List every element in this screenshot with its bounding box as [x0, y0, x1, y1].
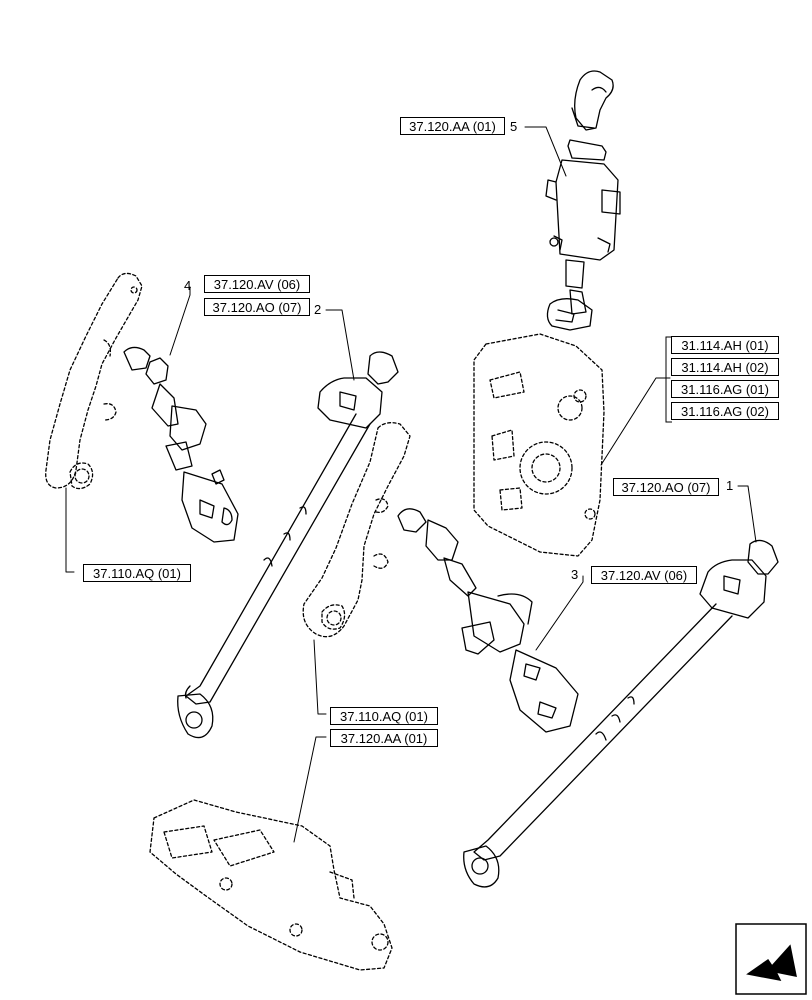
- top-link-cylinder: [545, 70, 621, 331]
- ref-31-114-ah-01[interactable]: 31.114.AH (01): [671, 336, 779, 354]
- item-number-2: 2: [314, 302, 322, 317]
- ref-37-110-aq-01-left[interactable]: 37.110.AQ (01): [83, 564, 191, 582]
- leader-lines: [65, 126, 757, 843]
- ref-37-120-aa-01-top[interactable]: 37.120.AA (01): [400, 117, 505, 135]
- gear-housing: [473, 333, 605, 557]
- item-number-5: 5: [510, 119, 518, 134]
- ref-37-110-aq-01-center[interactable]: 37.110.AQ (01): [330, 707, 438, 725]
- ref-37-120-ao-07-right[interactable]: 37.120.AO (07): [613, 478, 719, 496]
- ref-37-120-av-06-left[interactable]: 37.120.AV (06): [204, 275, 310, 293]
- item-number-1: 1: [726, 478, 734, 493]
- drawbar-frame: [149, 799, 393, 971]
- ref-37-120-av-06-right[interactable]: 37.120.AV (06): [591, 566, 697, 584]
- item-number-4: 4: [184, 278, 192, 293]
- lower-link-left: [177, 351, 399, 739]
- ref-37-120-ao-07-left[interactable]: 37.120.AO (07): [204, 298, 310, 316]
- ref-31-116-ag-01[interactable]: 31.116.AG (01): [671, 380, 779, 398]
- ref-31-116-ag-02[interactable]: 31.116.AG (02): [671, 402, 779, 420]
- ref-37-120-aa-01-bottom[interactable]: 37.120.AA (01): [330, 729, 438, 747]
- next-page-arrow-icon[interactable]: [735, 923, 807, 995]
- ref-31-114-ah-02[interactable]: 31.114.AH (02): [671, 358, 779, 376]
- lower-link-arm-center: [302, 422, 411, 638]
- callout-group-bracket: [665, 336, 672, 423]
- item-number-3: 3: [571, 567, 579, 582]
- stabilizer-left: [123, 346, 239, 543]
- lower-link-right: [463, 539, 779, 888]
- lower-link-arm-left: [45, 272, 143, 490]
- stabilizer-center: [397, 508, 579, 733]
